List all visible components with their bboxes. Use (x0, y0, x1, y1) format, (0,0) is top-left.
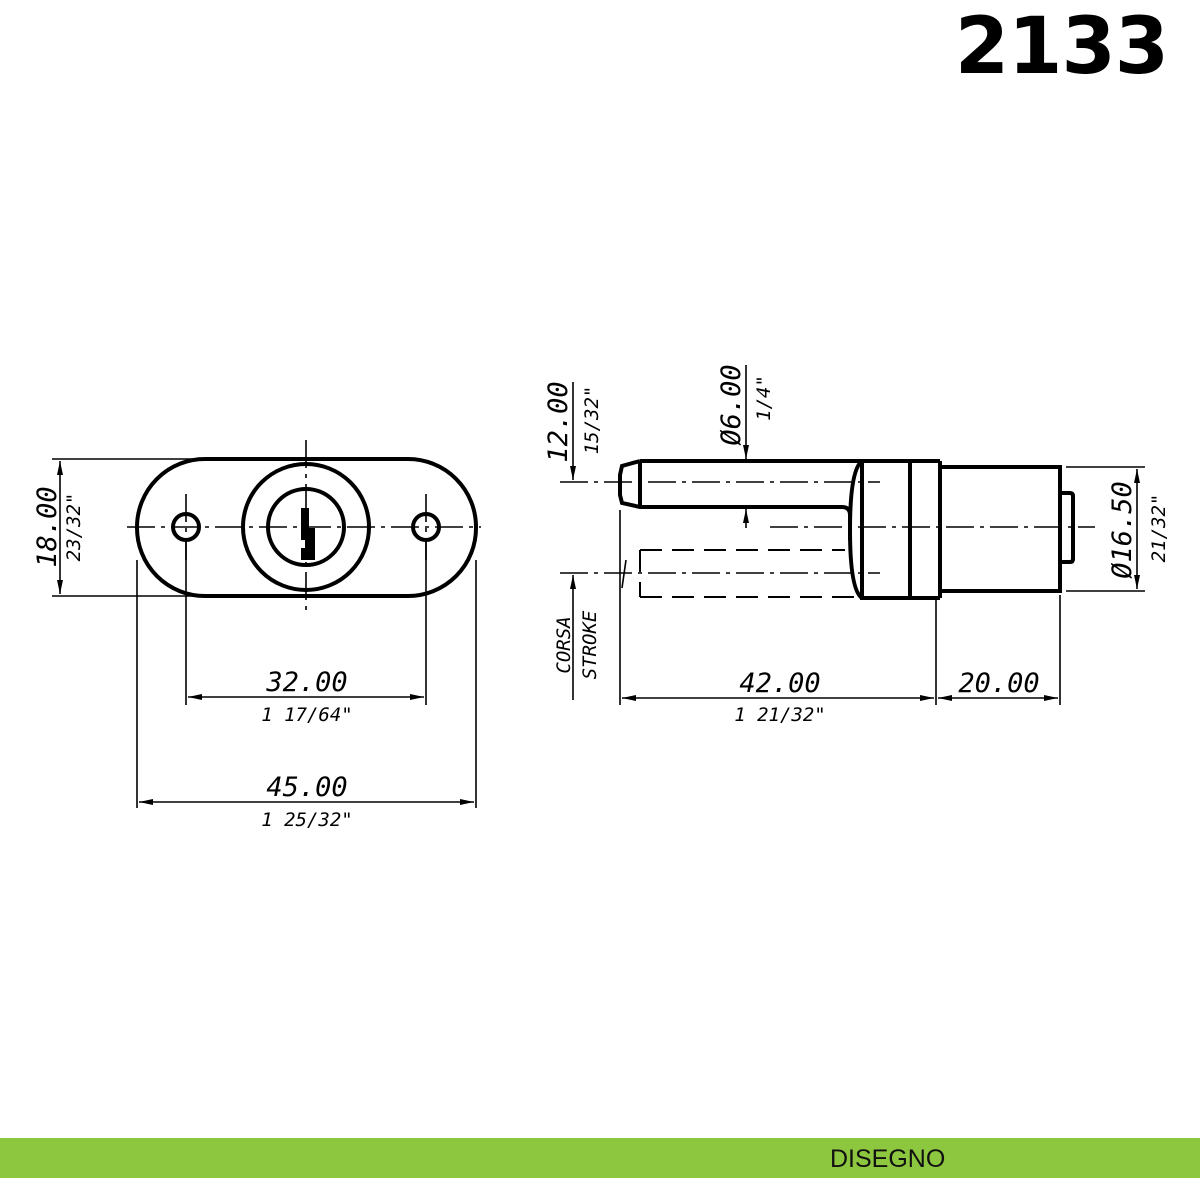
front-view: 18.00 23/32" 32.00 1 17/64" 45.00 1 25/3… (32, 440, 481, 831)
footer-label: DISEGNO (830, 1145, 946, 1173)
body-diameter-inch: 21/32" (1148, 494, 1170, 563)
width-inch: 1 25/32" (261, 809, 353, 831)
footer-bar: DISEGNO (0, 1138, 1200, 1178)
stroke-label-it: CORSA (553, 616, 575, 673)
collar-chamfer (847, 459, 864, 600)
stroke-label-en: STROKE (579, 610, 601, 679)
body-outline (938, 465, 1062, 593)
pin-length-mm: 42.00 (739, 668, 820, 699)
height-mm: 18.00 (32, 486, 63, 567)
keyway-icon (301, 508, 315, 560)
height-inch: 23/32" (63, 493, 85, 562)
pin-diameter-mm: Ø6.00 (716, 364, 747, 445)
pin-diameter-inch: 1/4" (753, 375, 775, 421)
body-length-mm: 20.00 (958, 668, 1039, 699)
side-view: 12.00 15/32" CORSA STROKE Ø6.00 1/4" Ø16… (543, 364, 1170, 726)
stroke-inch: 15/32" (581, 386, 603, 455)
width-mm: 45.00 (266, 772, 347, 803)
body-diameter-mm: Ø16.50 (1107, 481, 1138, 579)
model-number: 2133 (954, 2, 1169, 92)
body-tab (1060, 491, 1075, 564)
stroke-mm: 12.00 (543, 381, 574, 462)
hole-spacing-mm: 32.00 (265, 667, 347, 698)
pin-outline (618, 459, 852, 540)
hole-spacing-inch: 1 17/64" (261, 704, 353, 726)
pin-length-inch: 1 21/32" (734, 704, 826, 726)
